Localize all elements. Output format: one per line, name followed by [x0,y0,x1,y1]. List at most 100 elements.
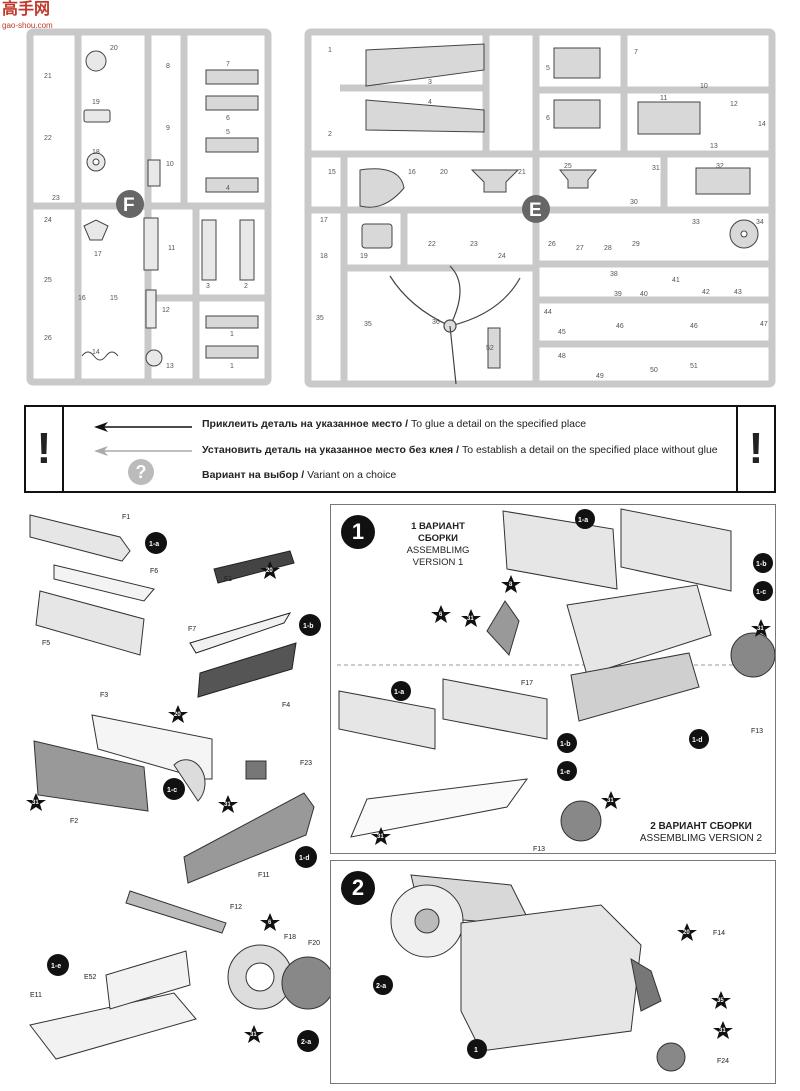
e-label: 39 [614,291,622,298]
f-label: 19 [92,99,100,106]
star-label: 8 [509,582,513,588]
variant-1-label: 1 ВАРИАНТ СБОРКИ ASSEMBLIMG VERSION 1 [403,521,473,569]
left-substeps: F1 F6 F5 F1 F7 F4 F3 F2 F23 F11 F12 F18 … [26,514,330,1060]
ref-badge [753,581,773,601]
e-label: 20 [440,169,448,176]
e-label: 42 [702,289,710,296]
part-label: F1 [122,514,130,521]
star-label: 31 [757,626,764,632]
e-label: 19 [360,253,368,260]
star-icon [168,705,188,723]
star-icon [431,605,451,623]
e-label: 49 [596,373,604,380]
e-label: 24 [498,253,506,260]
ref-label: 1-c [167,787,177,794]
variant-1-ru-2: СБОРКИ [417,533,459,544]
e-label: 5 [546,65,550,72]
f-label: 11 [168,245,175,252]
f-label: 24 [44,217,52,224]
arrow-icons [94,422,192,456]
f-label: 7 [226,61,230,68]
part-label: F17 [521,680,533,687]
e-label: 6 [546,115,550,122]
ref-label: 2-a [301,1039,311,1046]
f-label: 1 [230,363,234,370]
part-label: F3 [100,692,108,699]
f-label: 2 [244,283,248,290]
ref-label: 1-d [299,855,310,862]
e-label: 18 [320,253,328,260]
variant-2-label: 2 ВАРИАНТ СБОРКИ ASSEMBLIMG VERSION 2 [631,821,771,845]
variant-2-en: ASSEMBLIMG VERSION 2 [639,833,763,844]
star-label: 6 [439,612,443,618]
ref-badge [557,761,577,781]
f-label: 25 [44,277,52,284]
part-label: F2 [70,818,78,825]
star-icon [677,923,697,941]
variant-2-ru: 2 ВАРИАНТ СБОРКИ [650,821,752,832]
e-label: 35 [316,315,324,322]
e-label: 15 [328,169,336,176]
f-label: 20 [110,45,118,52]
e-label: 3 [428,79,432,86]
star-label: 31 [467,616,474,622]
ref-label: 1-d [692,737,703,744]
e-label: 23 [470,241,478,248]
e-label: 33 [692,219,700,226]
warning-left: ! [26,407,64,491]
star-icon [371,827,391,845]
part-label: F18 [284,934,296,941]
ref-label: 1-b [560,741,571,748]
e-label: 34 [756,219,764,226]
f-label: 12 [162,307,170,314]
watermark-subtitle: gao-shou.com [2,21,53,30]
f-label: 4 [226,185,230,192]
e-label: 13 [710,143,718,150]
step-1-drawing: F17 F13 F13 1-a 1-b 1-c 1-d 1-a 1-b 1-e [337,508,775,853]
f-label: 13 [166,363,174,370]
e-label: 17 [320,217,328,224]
star-label: 31 [719,1028,726,1034]
star-icon [713,1021,733,1039]
e-label: 32 [716,163,724,170]
star-icon [244,1025,264,1043]
ref-label: 1-e [51,963,61,970]
sprue-f-badge [116,190,144,218]
part-label: F24 [717,1058,729,1065]
part-label: F13 [533,846,545,853]
sprue-e-letter: E [529,200,542,221]
star-label: 31 [250,1032,257,1038]
legend-noglue: Установить деталь на указанное место без… [202,444,718,456]
e-label: 21 [518,169,526,176]
star-icon [26,793,46,811]
f-label: 16 [78,295,86,302]
sprue-e: 1 2 3 4 5 6 7 10 11 12 13 14 15 16 20 21… [304,28,776,388]
e-label: 11 [660,95,667,102]
star-icon [711,991,731,1009]
ref-label: 1-a [394,689,404,696]
ref-badge [299,614,321,636]
star-label: 31 [32,800,39,806]
star-label: 20 [174,712,181,718]
e-label: 10 [700,83,708,90]
part-label: F5 [42,640,50,647]
ref-badge [145,532,167,554]
variant-1-en-1: ASSEMBLIMG [406,545,470,556]
ref-badge [295,846,317,868]
part-label: F14 [713,930,725,937]
e-label: 16 [408,169,416,176]
ref-label: 1 [474,1047,478,1054]
star-icon [461,609,481,627]
ref-badge [163,778,185,800]
e-label: 22 [428,241,436,248]
f-label: 3 [206,283,210,290]
legend-box: ! ! ? Приклеить деталь на указанное мест… [24,405,776,493]
f-label: 23 [52,195,60,202]
part-label: F20 [308,940,320,947]
star-icon [501,575,521,593]
legend-glue: Приклеить деталь на указанное место / To… [202,418,587,430]
ref-label: 2-a [376,983,386,990]
part-label: E52 [84,974,97,981]
e-label: 52 [486,345,494,352]
ref-badge [689,729,709,749]
